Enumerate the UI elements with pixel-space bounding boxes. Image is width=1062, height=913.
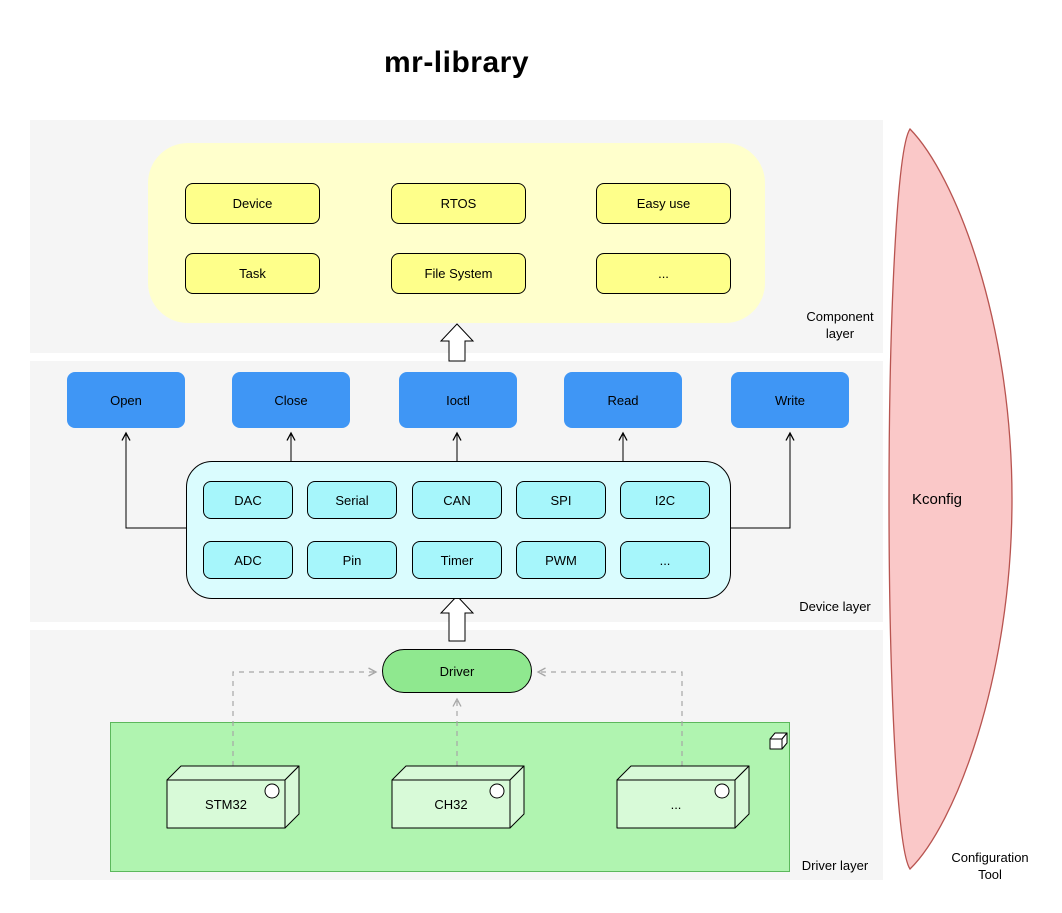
kconfig-label: Kconfig [911, 491, 963, 508]
component-box-more: ... [596, 253, 731, 294]
component-layer-caption-line1: Component [806, 309, 874, 324]
component-box-rtos: RTOS [391, 183, 526, 224]
device-box-can: CAN [412, 481, 502, 519]
device-box-spi: SPI [516, 481, 606, 519]
driver-hub: Driver [382, 649, 532, 693]
device-box-serial: Serial [307, 481, 397, 519]
device-box-pin: Pin [307, 541, 397, 579]
device-box-dac: DAC [203, 481, 293, 519]
api-box-read: Read [564, 372, 682, 428]
api-box-close: Close [232, 372, 350, 428]
api-box-open: Open [67, 372, 185, 428]
config-tool-caption-line1: Configuration [951, 850, 1029, 865]
chip-label-stm32: STM32 [205, 796, 247, 812]
config-tool-caption-line2: Tool [978, 867, 1002, 882]
api-box-write: Write [731, 372, 849, 428]
chip-label-more: ... [670, 796, 682, 812]
component-layer-caption: Component layer [785, 308, 895, 342]
diagram-title: mr-library [383, 46, 530, 79]
device-box-more: ... [620, 541, 710, 579]
device-box-timer: Timer [412, 541, 502, 579]
device-box-adc: ADC [203, 541, 293, 579]
device-box-i2c: I2C [620, 481, 710, 519]
chip-label-ch32: CH32 [434, 796, 468, 812]
component-box-easy-use: Easy use [596, 183, 731, 224]
component-box-task: Task [185, 253, 320, 294]
config-tool-caption: Configuration Tool [935, 849, 1045, 883]
component-box-file-system: File System [391, 253, 526, 294]
device-layer-caption: Device layer [799, 599, 871, 614]
device-box-pwm: PWM [516, 541, 606, 579]
driver-layer-caption: Driver layer [801, 858, 869, 873]
component-container [148, 143, 765, 323]
component-box-device: Device [185, 183, 320, 224]
api-box-ioctl: Ioctl [399, 372, 517, 428]
component-layer-caption-line2: layer [825, 326, 855, 341]
